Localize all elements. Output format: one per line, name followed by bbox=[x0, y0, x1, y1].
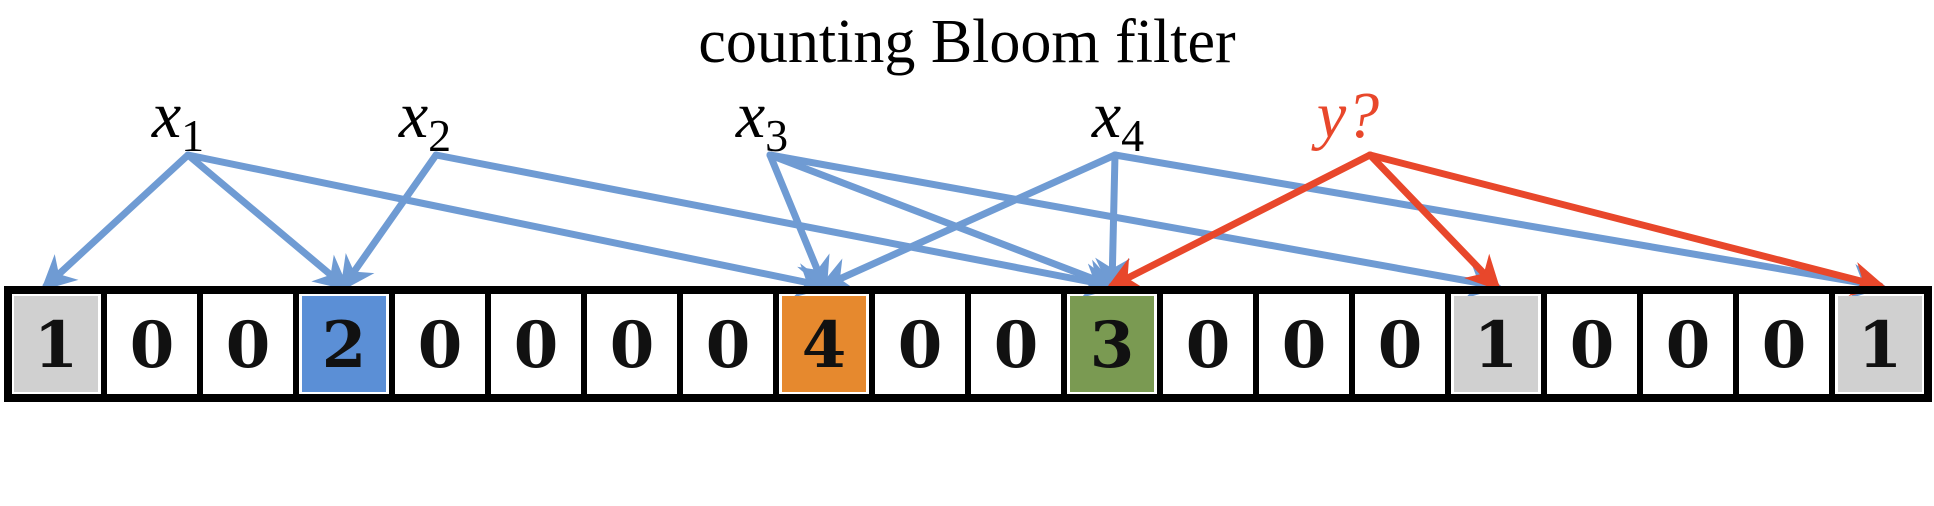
counter-cell-fill bbox=[1358, 296, 1442, 392]
element-labels: x1 x2 x3 x4 y? bbox=[151, 79, 1379, 161]
counter-cell-fill bbox=[398, 296, 482, 392]
counter-cell: 0 bbox=[965, 287, 1067, 401]
counter-cell: 0 bbox=[581, 287, 683, 401]
counter-value: 0 bbox=[514, 308, 559, 383]
element-label: x3 bbox=[735, 79, 788, 161]
counter-value: 2 bbox=[322, 308, 367, 383]
counter-cell-fill bbox=[302, 296, 386, 392]
counter-cell-fill bbox=[206, 296, 290, 392]
counter-cell-fill bbox=[782, 296, 866, 392]
counter-value: 1 bbox=[1858, 308, 1903, 383]
element-label: x1 bbox=[151, 79, 204, 161]
counter-cell: 1 bbox=[5, 287, 107, 401]
hash-arrow bbox=[184, 151, 350, 291]
counter-cell-fill bbox=[1262, 296, 1346, 392]
counter-cell: 1 bbox=[1829, 287, 1931, 401]
hash-arrow bbox=[1366, 151, 1501, 292]
counter-cell: 0 bbox=[485, 287, 587, 401]
counter-value: 0 bbox=[130, 308, 175, 383]
counter-value: 1 bbox=[1474, 308, 1519, 383]
hash-arrow bbox=[40, 151, 192, 291]
hash-arrow bbox=[766, 151, 830, 293]
array-outline bbox=[4, 286, 1932, 402]
hash-arrow bbox=[766, 151, 1503, 299]
hash-arrow bbox=[1111, 151, 1887, 299]
element-label: y? bbox=[1311, 79, 1379, 152]
diagram-title: counting Bloom filter bbox=[698, 8, 1236, 76]
hash-arrow bbox=[766, 151, 1119, 293]
counter-cell: 2 bbox=[293, 287, 395, 401]
hash-arrow bbox=[1105, 151, 1374, 290]
counter-cell: 4 bbox=[773, 287, 875, 401]
counter-cell: 0 bbox=[1349, 287, 1451, 401]
counter-cell-fill bbox=[974, 296, 1058, 392]
element-label: x4 bbox=[1091, 79, 1144, 161]
counter-value: 0 bbox=[1570, 308, 1615, 383]
counter-value: 4 bbox=[802, 308, 847, 383]
hash-arrow bbox=[184, 151, 831, 298]
hash-arrow bbox=[1366, 151, 1887, 296]
counter-cell-fill bbox=[1742, 296, 1826, 392]
counter-cell: 3 bbox=[1061, 287, 1163, 401]
hash-arrows bbox=[40, 151, 1887, 299]
counter-cell-fill bbox=[590, 296, 674, 392]
counter-cell: 0 bbox=[1541, 287, 1643, 401]
counter-value: 0 bbox=[610, 308, 655, 383]
counter-cell: 0 bbox=[1733, 287, 1835, 401]
counter-value: 0 bbox=[1378, 308, 1423, 383]
counter-cell: 0 bbox=[1637, 287, 1739, 401]
counter-cell: 0 bbox=[1253, 287, 1355, 401]
hash-arrow bbox=[1095, 151, 1131, 293]
counter-cell-fill bbox=[1550, 296, 1634, 392]
counter-cell-fill bbox=[878, 296, 962, 392]
counter-value: 0 bbox=[1282, 308, 1327, 383]
counter-cell-fill bbox=[1166, 296, 1250, 392]
counter-cell-fill bbox=[494, 296, 578, 392]
counter-value: 1 bbox=[34, 308, 79, 383]
counter-value: 0 bbox=[1186, 308, 1231, 383]
counter-value: 0 bbox=[418, 308, 463, 383]
counter-cell-fill bbox=[110, 296, 194, 392]
counter-value: 3 bbox=[1090, 308, 1135, 383]
counter-cell: 0 bbox=[869, 287, 971, 401]
counter-value: 0 bbox=[226, 308, 271, 383]
counter-cell: 0 bbox=[389, 287, 491, 401]
counter-cell: 0 bbox=[101, 287, 203, 401]
counter-cell-fill bbox=[1646, 296, 1730, 392]
hash-arrow bbox=[339, 151, 440, 292]
counter-cell-fill bbox=[14, 296, 98, 392]
counter-value: 0 bbox=[994, 308, 1039, 383]
counter-value: 0 bbox=[1762, 308, 1807, 383]
counter-value: 0 bbox=[706, 308, 751, 383]
hash-arrow bbox=[817, 151, 1119, 291]
counter-cell: 0 bbox=[677, 287, 779, 401]
counter-cell: 0 bbox=[1157, 287, 1259, 401]
element-label: x2 bbox=[398, 79, 451, 161]
counter-cell-fill bbox=[686, 296, 770, 392]
counter-cell-fill bbox=[1838, 296, 1922, 392]
counter-cell-fill bbox=[1454, 296, 1538, 392]
counter-value: 0 bbox=[1666, 308, 1711, 383]
counter-cell: 1 bbox=[1445, 287, 1547, 401]
hash-arrow bbox=[432, 151, 1119, 298]
counter-value: 0 bbox=[898, 308, 943, 383]
counter-cell-fill bbox=[1070, 296, 1154, 392]
counter-cell: 0 bbox=[197, 287, 299, 401]
